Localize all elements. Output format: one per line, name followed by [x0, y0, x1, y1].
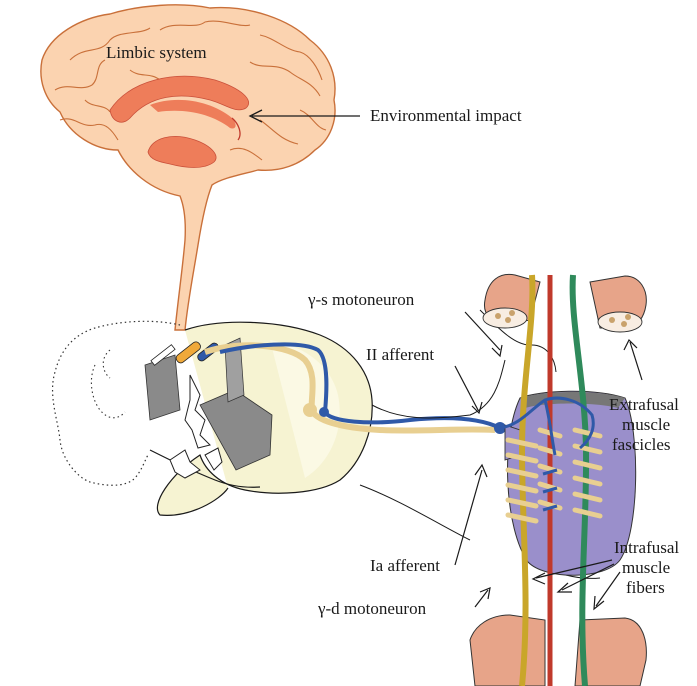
- ia-afferent-label: Ia afferent: [370, 556, 440, 575]
- gray-matter-left: [145, 355, 180, 420]
- muscle-assembly: [470, 274, 646, 686]
- extrafusal-label-2: muscle: [622, 415, 670, 434]
- gamma-d-label: γ-d motoneuron: [317, 599, 427, 618]
- intrafusal-label-3: fibers: [626, 578, 665, 597]
- gamma-s-label: γ-s motoneuron: [307, 290, 415, 309]
- environmental-impact-label: Environmental impact: [370, 106, 522, 125]
- intrafusal-label-2: muscle: [622, 558, 670, 577]
- intrafusal-label-1: Intrafusal: [614, 538, 679, 557]
- ii-afferent-label: II afferent: [366, 345, 434, 364]
- brain: Limbic system: [41, 5, 335, 330]
- extrafusal-label-3: fascicles: [612, 435, 671, 454]
- extrafusal-label-1: Extrafusal: [609, 395, 679, 414]
- limbic-system-label: Limbic system: [106, 43, 207, 62]
- extrafusal-fascicle-bottom-left: [470, 615, 545, 686]
